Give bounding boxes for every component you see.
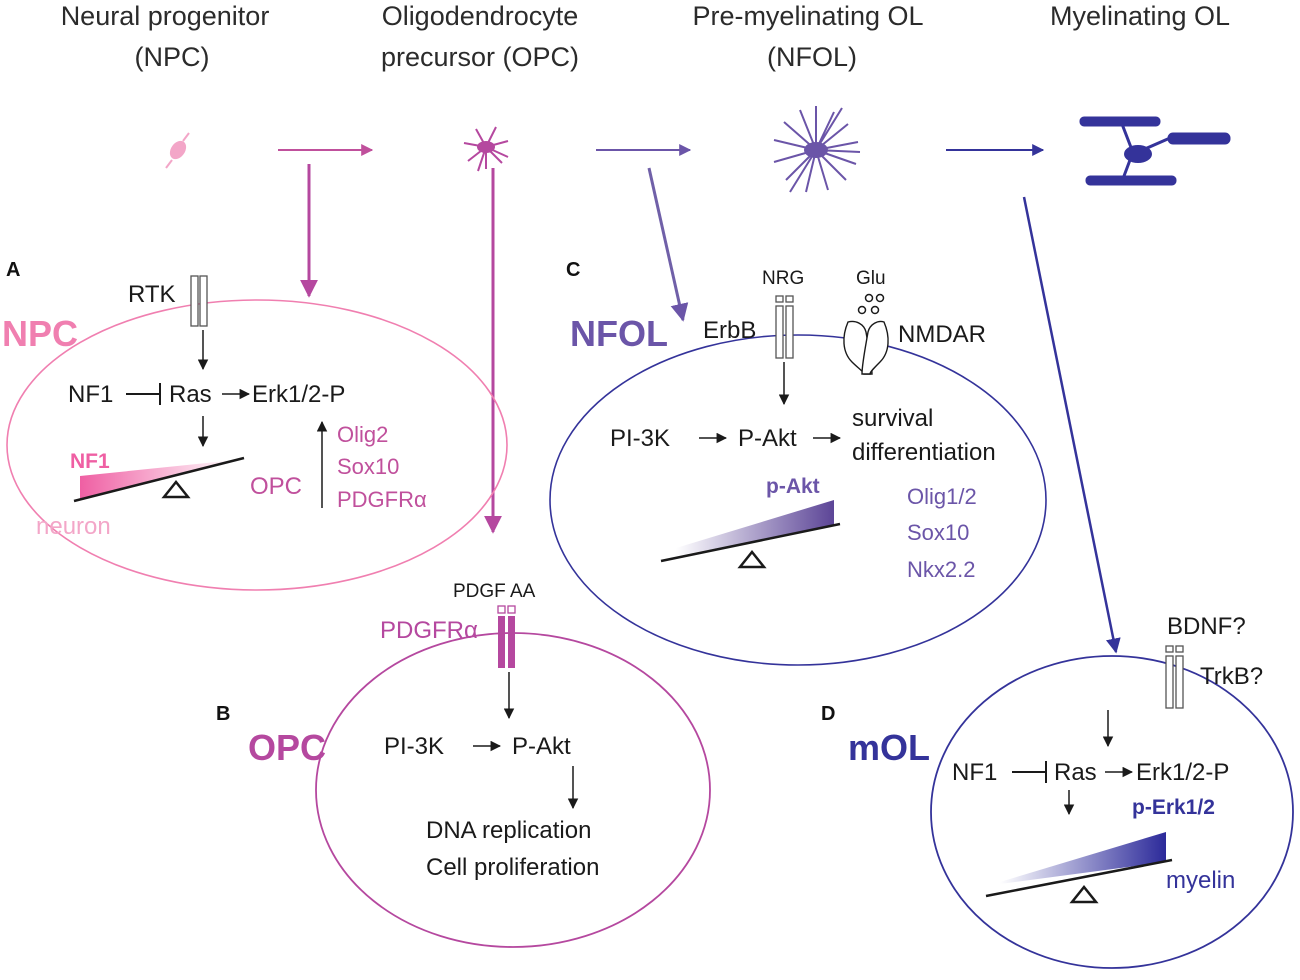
panel-d-erk: Erk1/2-P bbox=[1136, 759, 1229, 786]
panel-b-receptor: PDGFRα bbox=[380, 617, 478, 644]
panel-a-factor-3: PDGFRα bbox=[337, 487, 427, 512]
nfol-cell-icon bbox=[773, 106, 861, 193]
panel-c-gradient-label: p-Akt bbox=[766, 475, 820, 498]
nfol-cell-membrane bbox=[549, 334, 1047, 666]
mol-balance-scale bbox=[985, 832, 1173, 904]
panel-a-factor-2: Sox10 bbox=[337, 454, 399, 479]
panel-a-factor-1: Olig2 bbox=[337, 422, 388, 447]
lineage-arrows bbox=[278, 144, 1121, 654]
npc-balance-scale bbox=[73, 456, 245, 503]
erbb-receptor bbox=[775, 295, 794, 359]
panel-b-cell-name: OPC bbox=[248, 727, 326, 768]
opc-cell-membrane bbox=[315, 632, 711, 948]
glu-molecules bbox=[857, 293, 885, 315]
panel-a-neuron: neuron bbox=[36, 513, 111, 540]
nmdar-channel bbox=[843, 320, 889, 375]
panel-c-factor-2: Sox10 bbox=[907, 520, 969, 545]
panel-d-nf1: NF1 bbox=[952, 759, 997, 786]
stage-mol-title: Myelinating OL bbox=[1050, 1, 1230, 31]
mol-cell-membrane bbox=[930, 655, 1294, 969]
panel-b-outcome-2: Cell proliferation bbox=[426, 854, 599, 881]
panel-c-letter: C bbox=[566, 259, 580, 281]
npc-cell-icon bbox=[165, 132, 190, 169]
mol-cell-icon bbox=[1079, 116, 1231, 186]
stage-titles: Neural progenitor (NPC) Oligodendrocyte … bbox=[61, 1, 1230, 72]
pdgf-aa-label: PDGF AA bbox=[453, 581, 536, 602]
panel-c-factor-1: Olig1/2 bbox=[907, 484, 977, 509]
panel-c-outcome-1: survival bbox=[852, 405, 933, 432]
panel-d-gradient-label: p-Erk1/2 bbox=[1132, 796, 1215, 819]
trkb-receptor bbox=[1165, 645, 1184, 709]
panel-a-letter: A bbox=[6, 259, 20, 281]
panel-a-erk: Erk1/2-P bbox=[252, 381, 345, 408]
panel-d-receptor: TrkB? bbox=[1200, 663, 1263, 690]
opc-cell-icon bbox=[463, 126, 509, 172]
stage-opc-subtitle: precursor (OPC) bbox=[381, 42, 579, 72]
panel-d-nf1-inhibition bbox=[1012, 761, 1047, 783]
stage-nfol-title: Pre-myelinating OL bbox=[692, 1, 923, 31]
stage-npc-subtitle: (NPC) bbox=[135, 42, 210, 72]
panel-d-outcome: myelin bbox=[1166, 867, 1235, 894]
stage-npc-title: Neural progenitor bbox=[61, 1, 270, 31]
panel-a-gradient-label: NF1 bbox=[70, 450, 110, 473]
panel-c: C NFOL NRG ErbB Glu NMDAR PI-3K P-Akt su… bbox=[549, 259, 1047, 666]
pdgfra-receptor bbox=[497, 605, 516, 668]
panel-a-opc: OPC bbox=[250, 473, 302, 500]
panel-c-pi3k: PI-3K bbox=[610, 425, 670, 452]
bdnf-label: BDNF? bbox=[1167, 613, 1246, 640]
panel-b-outcome-1: DNA replication bbox=[426, 817, 591, 844]
panel-c-factor-3: Nkx2.2 bbox=[907, 557, 975, 582]
glu-label: Glu bbox=[856, 268, 886, 289]
panel-a: A NPC RTK NF1 Ras Erk1/2-P NF1 neuron OP… bbox=[2, 259, 508, 591]
panel-d-letter: D bbox=[821, 703, 835, 725]
panel-d-cell-name: mOL bbox=[848, 727, 930, 768]
nfol-balance-scale bbox=[660, 500, 841, 569]
rtk-label: RTK bbox=[128, 281, 176, 308]
panel-c-cell-name: NFOL bbox=[570, 313, 668, 354]
panel-b-pakt: P-Akt bbox=[512, 733, 571, 760]
panel-c-receptor-2: NMDAR bbox=[898, 321, 986, 348]
panel-d: D mOL BDNF? TrkB? NF1 Ras Erk1/2-P p-Erk… bbox=[821, 613, 1294, 969]
npc-cell-membrane bbox=[6, 299, 508, 591]
panel-c-receptor-1: ErbB bbox=[703, 317, 756, 344]
stage-opc-title: Oligodendrocyte bbox=[382, 1, 579, 31]
panel-b-letter: B bbox=[216, 703, 230, 725]
panel-a-ras: Ras bbox=[169, 381, 212, 408]
panel-a-cell-name: NPC bbox=[2, 313, 78, 354]
nrg-label: NRG bbox=[762, 268, 804, 289]
panel-d-ras: Ras bbox=[1054, 759, 1097, 786]
panel-b-pi3k: PI-3K bbox=[384, 733, 444, 760]
panel-a-nf1: NF1 bbox=[68, 381, 113, 408]
panel-b: B OPC PDGF AA PDGFRα PI-3K P-Akt DNA rep… bbox=[216, 581, 711, 948]
panel-c-outcome-2: differentiation bbox=[852, 439, 996, 466]
stage-nfol-subtitle: (NFOL) bbox=[767, 42, 857, 72]
rtk-receptor bbox=[190, 275, 208, 327]
nf1-inhibition bbox=[126, 383, 161, 405]
panel-c-pakt: P-Akt bbox=[738, 425, 797, 452]
